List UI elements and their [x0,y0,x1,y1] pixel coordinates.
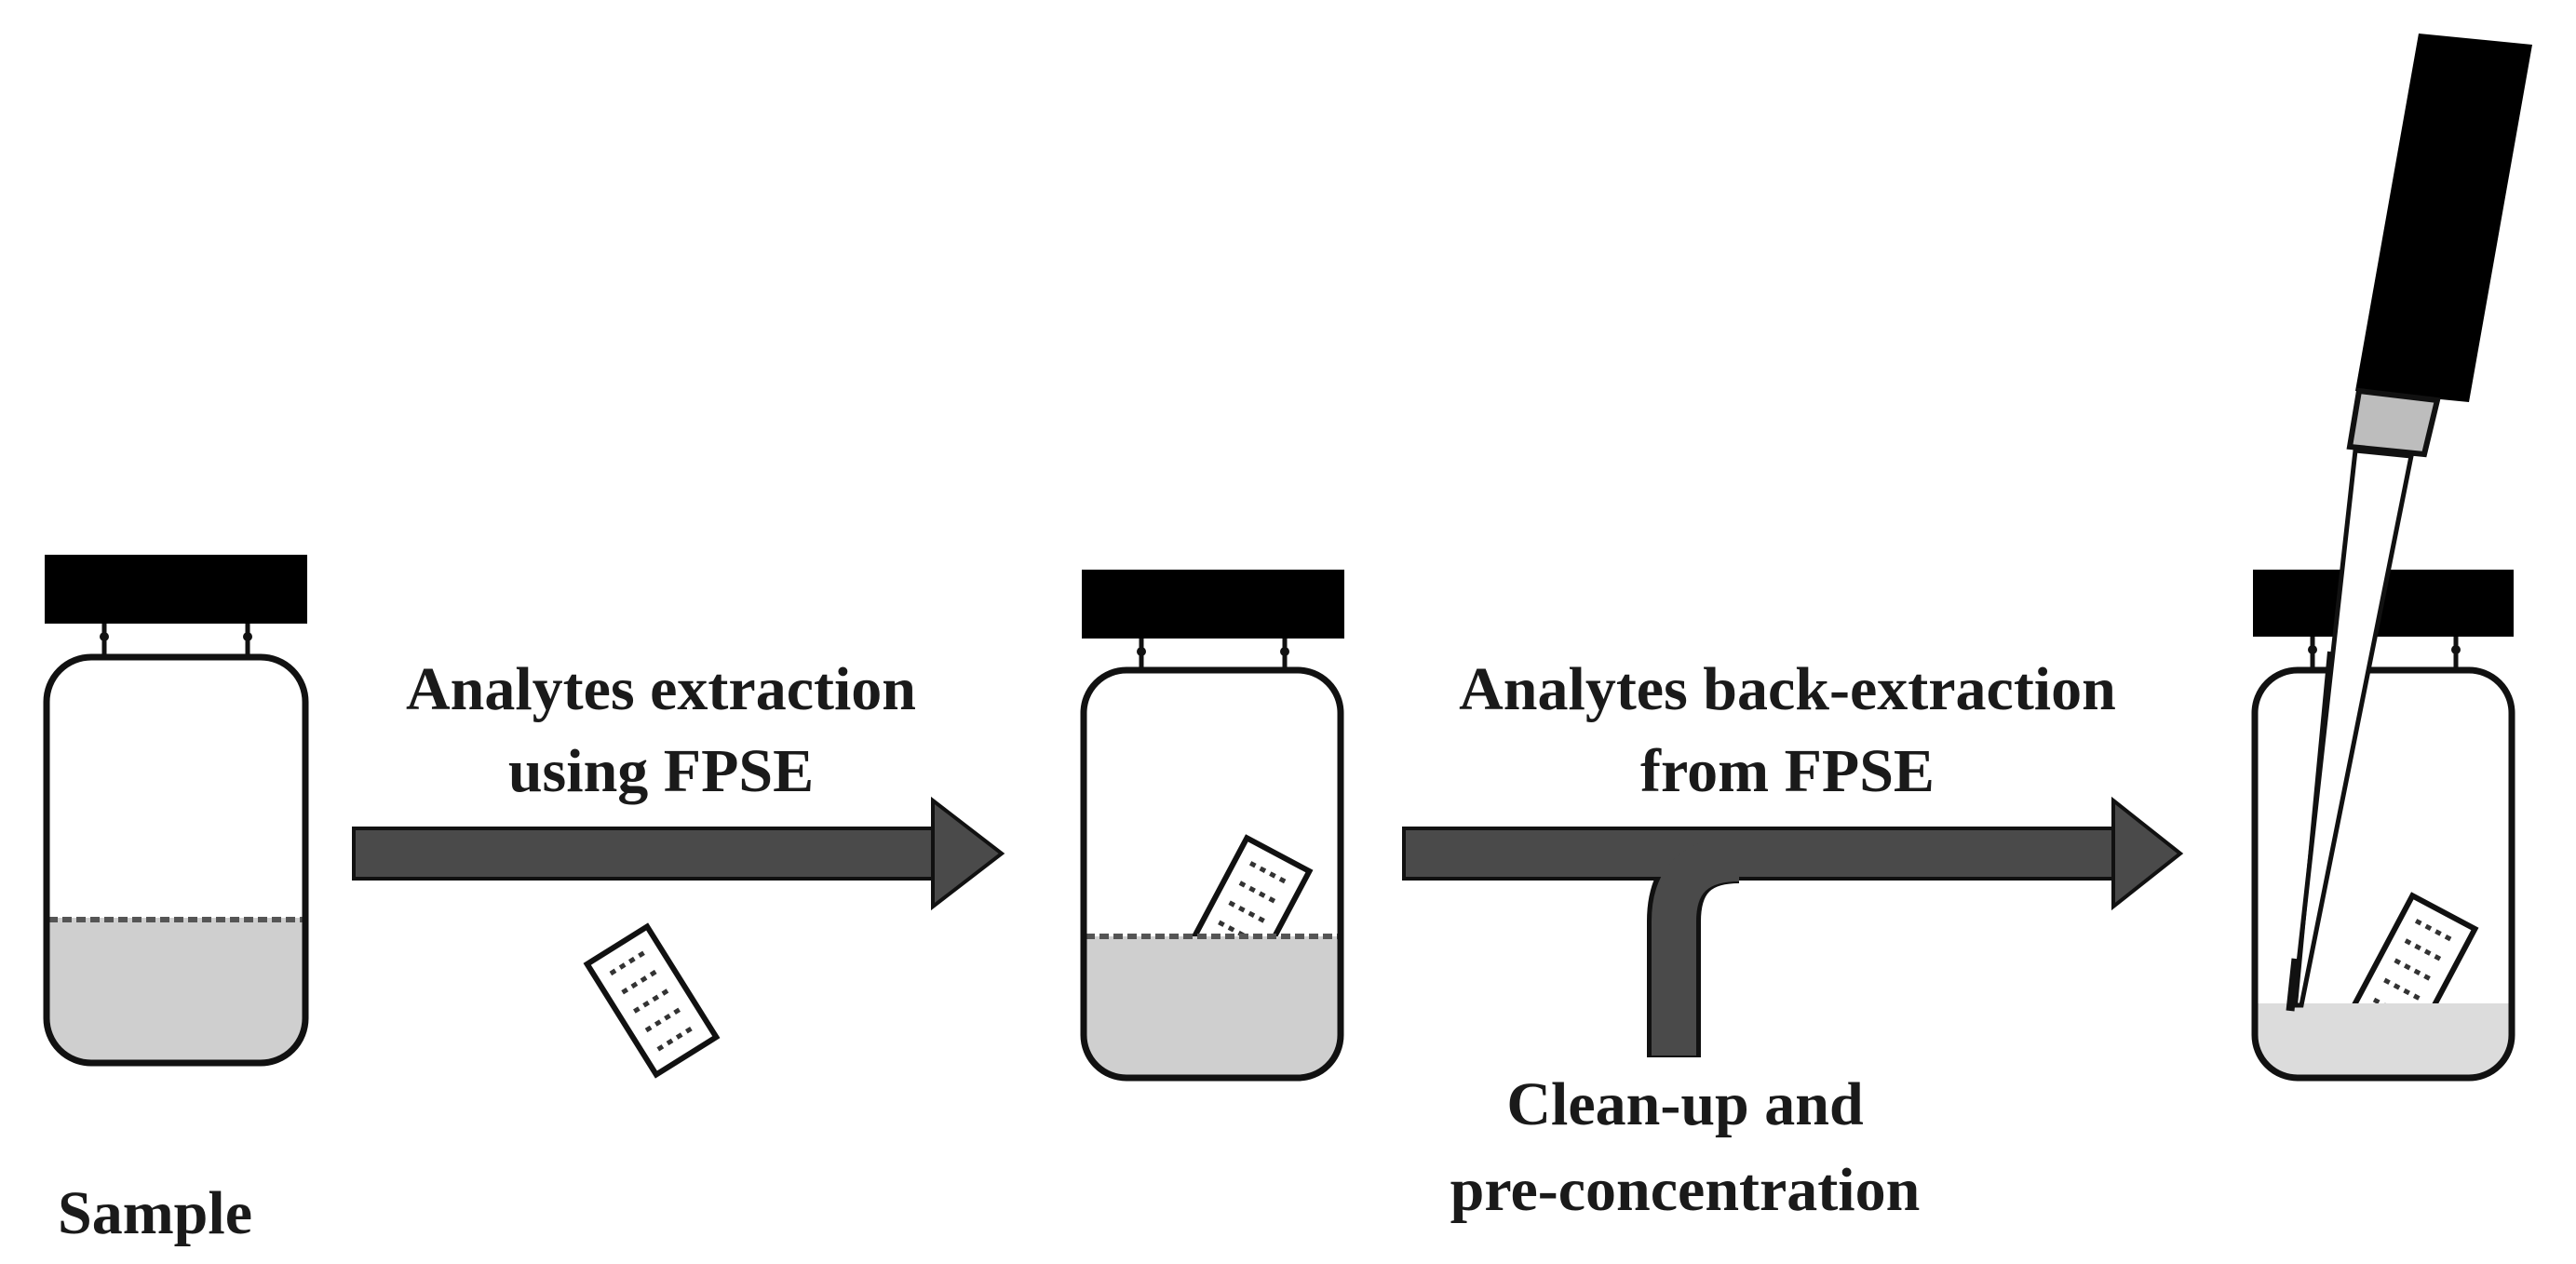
cleanup-label-line2: pre-concentration [1450,1156,1921,1224]
back-extraction-label-line2: from FPSE [1640,737,1935,805]
pipette-tip [2291,448,2414,1008]
sample-label: Sample [58,1179,252,1247]
back-extraction-liquid [2257,1003,2510,1076]
vial-icon [43,555,309,1067]
extraction-arrow [352,796,1005,911]
vial-body [43,653,309,1067]
extraction-vial [1080,570,1344,1082]
pipette-nozzle [2346,387,2441,458]
vial-body [2251,666,2515,1082]
cleanup-label-line1: Clean-up and [1506,1070,1863,1138]
pipette-handle [2355,34,2532,402]
extraction-liquid [1086,936,1339,1076]
extraction-label-line1: Analytes extraction [406,655,916,723]
back-extraction-arrow [1402,796,2184,1057]
vial-cap [1082,570,1344,639]
vial-body [1080,666,1344,1082]
sample-liquid [48,918,303,1061]
vial-icon [1080,570,1344,1082]
back-extraction-label-line1: Analytes back-extraction [1459,655,2116,723]
fpse-media-icon [587,926,717,1074]
extraction-label-line2: using FPSE [508,737,814,805]
pipette-icon [2286,34,2532,1012]
sample-vial [43,555,309,1067]
vial-cap [45,555,307,624]
